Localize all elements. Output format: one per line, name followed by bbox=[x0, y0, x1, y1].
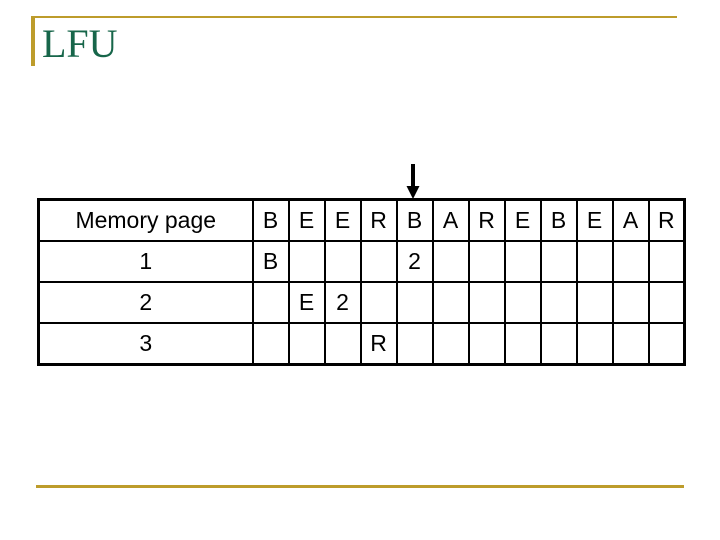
trace-cell bbox=[611, 281, 650, 324]
reference-letter-cell: R bbox=[359, 198, 398, 242]
reference-letter-cell: B bbox=[251, 198, 290, 242]
trace-cell bbox=[647, 322, 686, 366]
trace-cell bbox=[467, 281, 506, 324]
reference-letter-cell: A bbox=[431, 198, 470, 242]
reference-letter-cell: R bbox=[647, 198, 686, 242]
trace-cell bbox=[539, 240, 578, 283]
trace-cell bbox=[359, 281, 398, 324]
trace-cell: 2 bbox=[323, 281, 362, 324]
top-gold-rule bbox=[33, 16, 677, 18]
trace-cell bbox=[647, 281, 686, 324]
frame-number-cell: 3 bbox=[37, 322, 254, 366]
trace-cell bbox=[287, 240, 326, 283]
reference-letter-cell: E bbox=[575, 198, 614, 242]
trace-cell: R bbox=[359, 322, 398, 366]
trace-cell bbox=[431, 281, 470, 324]
trace-cell bbox=[395, 281, 434, 324]
trace-cell bbox=[359, 240, 398, 283]
frame-number-cell: 2 bbox=[37, 281, 254, 324]
left-gold-rule bbox=[31, 16, 35, 66]
trace-cell bbox=[323, 240, 362, 283]
trace-cell bbox=[539, 281, 578, 324]
trace-cell bbox=[647, 240, 686, 283]
reference-letter-cell: E bbox=[503, 198, 542, 242]
trace-cell bbox=[575, 281, 614, 324]
trace-cell bbox=[611, 240, 650, 283]
memory-page-header-cell: Memory page bbox=[37, 198, 254, 242]
reference-letter-cell: B bbox=[395, 198, 434, 242]
down-arrow-icon bbox=[405, 163, 421, 200]
trace-cell: E bbox=[287, 281, 326, 324]
trace-cell bbox=[323, 322, 362, 366]
trace-cell bbox=[251, 322, 290, 366]
trace-cell bbox=[467, 322, 506, 366]
trace-cell bbox=[575, 322, 614, 366]
trace-cell bbox=[251, 281, 290, 324]
reference-letter-cell: B bbox=[539, 198, 578, 242]
reference-letter-cell: E bbox=[323, 198, 362, 242]
reference-letter-cell: E bbox=[287, 198, 326, 242]
frame-number-cell: 1 bbox=[37, 240, 254, 283]
trace-cell bbox=[431, 322, 470, 366]
trace-cell bbox=[467, 240, 506, 283]
trace-cell bbox=[503, 281, 542, 324]
bottom-gold-rule bbox=[36, 485, 684, 488]
slide-title: LFU bbox=[42, 21, 118, 66]
trace-cell bbox=[503, 240, 542, 283]
trace-cell bbox=[575, 240, 614, 283]
trace-cell bbox=[611, 322, 650, 366]
reference-letter-cell: A bbox=[611, 198, 650, 242]
trace-cell bbox=[539, 322, 578, 366]
trace-cell bbox=[395, 322, 434, 366]
trace-cell bbox=[431, 240, 470, 283]
trace-cell: 2 bbox=[395, 240, 434, 283]
trace-cell bbox=[503, 322, 542, 366]
trace-cell bbox=[287, 322, 326, 366]
reference-letter-cell: R bbox=[467, 198, 506, 242]
trace-cell: B bbox=[251, 240, 290, 283]
